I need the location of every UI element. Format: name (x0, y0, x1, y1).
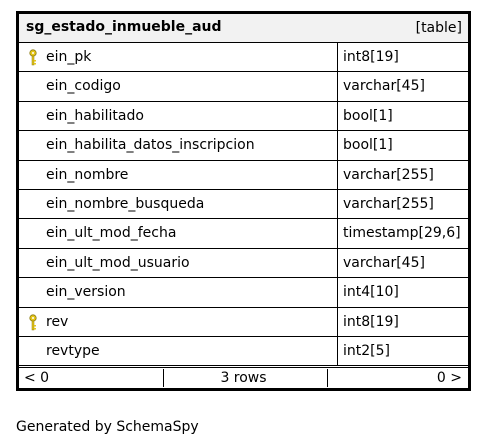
footer-divider (163, 369, 164, 387)
column-row: ein_ult_mod_fecha timestamp[29,6] (19, 219, 468, 249)
column-row: ein_nombre_busqueda varchar[255] (19, 189, 468, 220)
column-name: ein_pk (46, 49, 92, 65)
key-icon (29, 313, 37, 330)
column-row: revtype int2[5] (19, 336, 468, 367)
column-divider (337, 336, 338, 366)
column-divider (337, 219, 338, 248)
column-list: ein_pk int8[19] ein_codigo varchar[45] ein_h… (19, 43, 468, 367)
column-type: varchar[255] (343, 166, 434, 183)
column-divider (337, 160, 338, 189)
column-type: timestamp[29,6] (343, 225, 461, 242)
column-divider (337, 307, 338, 336)
column-name: ein_version (46, 284, 126, 301)
column-type: varchar[255] (343, 195, 434, 212)
column-type: int8[19] (343, 49, 399, 65)
column-name: revtype (46, 342, 100, 359)
column-name: ein_ult_mod_usuario (46, 254, 190, 271)
column-row: ein_nombre varchar[255] (19, 160, 468, 190)
table-footer: < 0 3 rows 0 > (19, 367, 468, 388)
table-kind: [table] (415, 20, 462, 36)
column-type: varchar[45] (343, 254, 425, 271)
column-divider (337, 278, 338, 307)
footer-children-count: 0 > (436, 370, 462, 386)
column-type: int8[19] (343, 313, 399, 330)
key-icon (29, 49, 37, 66)
table-header: sg_estado_inmueble_aud [table] (19, 14, 468, 43)
column-divider (337, 72, 338, 101)
column-divider (337, 189, 338, 219)
column-type: int4[10] (343, 284, 399, 301)
column-row: ein_ult_mod_usuario varchar[45] (19, 248, 468, 279)
column-row: ein_habilita_datos_inscripcion bool[1] (19, 131, 468, 161)
column-row: ein_pk int8[19] (19, 43, 468, 73)
footer-row-count: 3 rows (220, 370, 267, 386)
column-name: ein_codigo (46, 78, 121, 95)
generated-by-caption: Generated by SchemaSpy (16, 419, 199, 435)
footer-parents-count: < 0 (24, 370, 50, 386)
column-name: ein_habilitado (46, 107, 144, 124)
column-name: rev (46, 313, 69, 330)
table-name: sg_estado_inmueble_aud (26, 19, 222, 35)
column-row: ein_codigo varchar[45] (19, 72, 468, 102)
column-type: varchar[45] (343, 78, 425, 95)
column-type: int2[5] (343, 342, 390, 359)
column-divider (337, 131, 338, 160)
column-name: ein_habilita_datos_inscripcion (46, 137, 255, 154)
column-type: bool[1] (343, 107, 393, 124)
column-row: ein_habilitado bool[1] (19, 101, 468, 132)
column-divider (337, 101, 338, 131)
footer-divider (327, 369, 328, 387)
column-row: ein_version int4[10] (19, 278, 468, 308)
column-row: rev int8[19] (19, 307, 468, 337)
column-name: ein_nombre_busqueda (46, 195, 205, 212)
column-divider (337, 248, 338, 278)
column-divider (337, 43, 338, 72)
column-type: bool[1] (343, 137, 393, 154)
column-name: ein_nombre (46, 166, 129, 183)
column-name: ein_ult_mod_fecha (46, 225, 177, 242)
